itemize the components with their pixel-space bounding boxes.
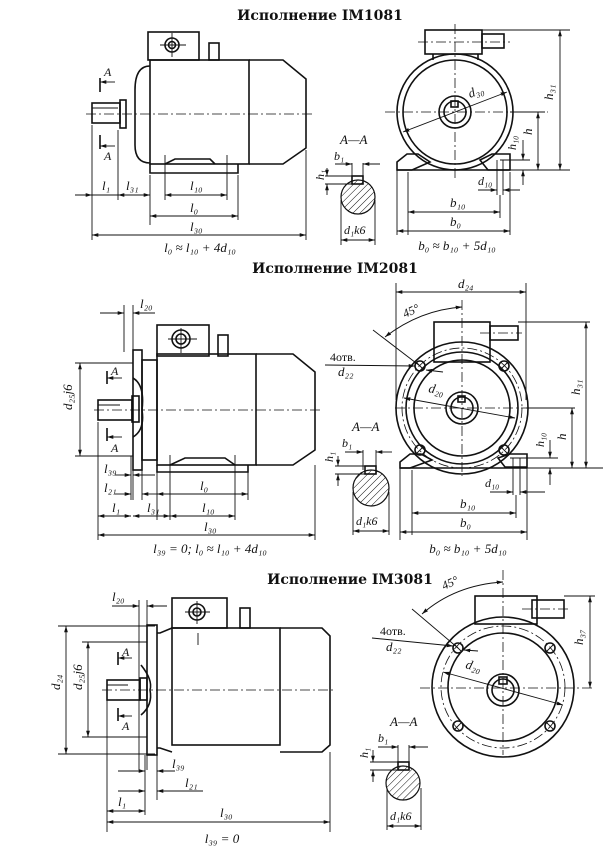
dim-h10: h₁₀ <box>505 136 519 150</box>
dim-h31: h₃₁ <box>568 379 583 395</box>
dim-l31: l₃₁ <box>147 500 160 515</box>
section-view-title: A—A <box>339 132 368 147</box>
section-im1081: Исполнение IM1081 A A <box>75 8 570 255</box>
dim-l20: l₂₀ <box>112 589 125 604</box>
dim-d1: d₁k6 <box>390 809 412 823</box>
section-mark-label: A <box>110 441 119 455</box>
dim-l21: l₂₁ <box>185 775 198 790</box>
dim-b10: b₁₀ <box>460 496 476 511</box>
side-view: A A d₂₅j6 l₂₀ l₃₉ <box>60 296 322 556</box>
dim-l1: l₁ <box>112 500 120 515</box>
dim-b0: b₀ <box>460 515 471 530</box>
section-view-title: A—A <box>389 714 418 729</box>
formula-b0: b₀ ≈ b₁₀ + 5d₁₀ <box>429 541 507 556</box>
dim-l20: l₂₀ <box>140 296 153 311</box>
section-a-a-view: A—A b₁ h₁ d₁k6 <box>322 419 392 535</box>
dim-h: h <box>554 434 569 441</box>
dim-l10: l₁₀ <box>202 500 215 515</box>
dim-b1: b₁ <box>378 731 388 745</box>
dim-d22: d₂₂ <box>338 364 354 379</box>
dim-d24: d₂₄ <box>458 276 474 291</box>
dim-d20: d₂₀ <box>427 380 445 398</box>
fan-cover <box>249 59 307 165</box>
section-mark-label: A <box>110 364 119 378</box>
terminal-box <box>147 31 200 61</box>
dim-d24: d₂₄ <box>48 674 63 690</box>
stator-body <box>149 59 250 165</box>
dim-l0: l₀ <box>200 478 208 493</box>
section-mark-label: A <box>121 645 130 659</box>
formula-l0: l₀ ≈ l₁₀ + 4d₁₀ <box>164 240 236 255</box>
holes-note: 4отв. <box>380 624 406 638</box>
dim-d25: d₂₅j6 <box>70 664 85 690</box>
section-view-title: A—A <box>351 419 380 434</box>
dim-l30: l₃₀ <box>220 805 233 820</box>
section-title: Исполнение IM1081 <box>237 8 403 24</box>
dim-angle: 45° <box>400 301 421 321</box>
dim-l30: l₃₀ <box>190 219 203 234</box>
front-view: 45° 4отв. d₂₂ d₂₀ h₃₇ <box>371 570 595 758</box>
dim-l1: l₁ <box>102 178 110 193</box>
dim-l39: l₃₉ <box>104 461 117 476</box>
section-title: Исполнение IM3081 <box>267 572 433 588</box>
section-im2081: Исполнение IM2081 A A <box>60 261 603 556</box>
section-title: Исполнение IM2081 <box>252 261 418 277</box>
dim-b1: b₁ <box>334 149 344 163</box>
dim-h1: h₁ <box>313 170 327 180</box>
side-view: A A d₂₄ d₂₅j6 l₂₀ l₃₉ <box>48 589 335 846</box>
dim-d20: d₂₀ <box>464 656 483 675</box>
dim-d1: d₁k6 <box>356 514 378 528</box>
dim-d22: d₂₂ <box>386 639 402 654</box>
section-mark-label: A <box>121 719 130 733</box>
dim-l10: l₁₀ <box>190 178 203 193</box>
dim-h10: h₁₀ <box>533 433 547 447</box>
formula-l0: l₃₉ = 0; l₀ ≈ l₁₀ + 4d₁₀ <box>153 541 267 556</box>
formula-b0: b₀ ≈ b₁₀ + 5d₁₀ <box>418 238 496 253</box>
section-im3081: Исполнение IM3081 A A <box>48 570 595 846</box>
dim-l21: l₂₁ <box>104 480 117 495</box>
dim-d10: d₁₀ <box>485 476 499 490</box>
holes-note: 4отв. <box>330 350 356 364</box>
dim-b1: b₁ <box>342 436 352 450</box>
dim-l39: l₃₉ <box>172 756 185 771</box>
dim-h31: h₃₁ <box>541 84 556 100</box>
dim-l31: l₃₁ <box>126 178 139 193</box>
shaft <box>91 102 121 124</box>
dim-d30: d₃₀ <box>466 81 486 100</box>
section-a-a-view: A—A b₁ h₁ d₁k6 <box>357 714 428 830</box>
dim-b0: b₀ <box>450 214 461 229</box>
dim-l30: l₃₀ <box>204 519 217 534</box>
dim-l1: l₁ <box>118 794 126 809</box>
section-mark-label: A <box>103 149 112 163</box>
dim-l0: l₀ <box>190 200 198 215</box>
end-shield <box>134 65 151 164</box>
dim-d10: d₁₀ <box>478 174 492 188</box>
formula-l39: l₃₉ = 0 <box>205 831 240 846</box>
section-a-a-view: A—A b₁ h₁ d₁k6 <box>313 132 380 245</box>
section-mark-label: A <box>103 65 112 79</box>
dim-d25: d₂₅j6 <box>60 384 75 410</box>
dim-angle: 45° <box>439 573 460 593</box>
dim-d1: d₁k6 <box>344 223 366 237</box>
side-view: A A l₁ l₃₁ l₁₀ l₀ l₃₀ l₀ ≈ l₁₀ + 4d₁₀ <box>75 31 315 255</box>
dim-h1: h₁ <box>322 452 336 462</box>
dim-h37: h₃₇ <box>571 629 586 645</box>
front-view: d₃₀ h₃₁ h h₁₀ d₁₀ b₁₀ <box>385 24 570 253</box>
front-view: d₂₄ 45° 4отв. d₂₂ <box>324 276 603 556</box>
dim-h: h <box>520 129 535 136</box>
dim-h1: h₁ <box>357 748 371 758</box>
dim-b10: b₁₀ <box>450 195 466 210</box>
